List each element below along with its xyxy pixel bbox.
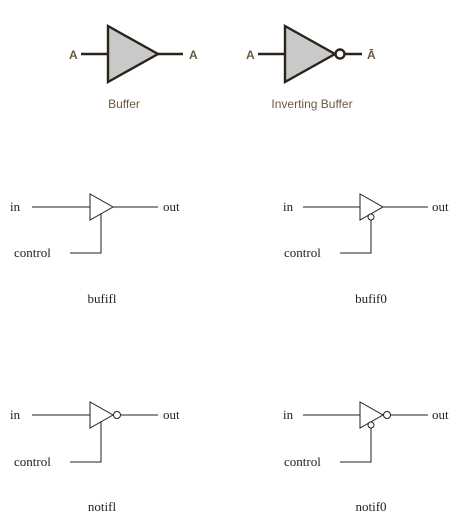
notif1-control-label: control bbox=[14, 454, 51, 469]
bufif1-caption: bufifl bbox=[88, 291, 117, 306]
inverting-bubble bbox=[334, 48, 346, 60]
notif0-output-label: out bbox=[432, 407, 449, 422]
notif0-control-wire bbox=[340, 428, 372, 463]
notif0-control-label: control bbox=[284, 454, 321, 469]
bufif1-input-label: in bbox=[10, 199, 21, 214]
inverting-buffer-gate: A Ā Inverting Buffer bbox=[246, 23, 376, 111]
bufif0-input-label: in bbox=[283, 199, 294, 214]
inverting-input-label: A bbox=[246, 48, 255, 62]
inverting-caption: Inverting Buffer bbox=[271, 97, 352, 111]
bufif1-control-label: control bbox=[14, 245, 51, 260]
bufif0-output-label: out bbox=[432, 199, 449, 214]
notif1-output-bubble bbox=[113, 411, 121, 419]
bufif1-control-wire bbox=[70, 214, 102, 254]
buffer-caption: Buffer bbox=[108, 97, 140, 111]
bufif0-control-bubble bbox=[367, 213, 375, 221]
notif1-input-label: in bbox=[10, 407, 21, 422]
bufif0-caption: bufif0 bbox=[355, 291, 387, 306]
bufif0-control-label: control bbox=[284, 245, 321, 260]
buffer-triangle bbox=[106, 23, 161, 85]
notif1-triangle bbox=[89, 401, 115, 429]
bufif1-gate: in out control bufifl bbox=[10, 193, 180, 306]
notif0-output-bubble bbox=[383, 411, 391, 419]
notif0-input-label: in bbox=[283, 407, 294, 422]
inverting-output-label: Ā bbox=[367, 48, 376, 62]
bufif0-gate: in out control bufif0 bbox=[283, 193, 449, 306]
notif0-control-bubble bbox=[367, 421, 375, 429]
notif1-gate: in out control notifl bbox=[10, 401, 180, 514]
buffer-gate: A A Buffer bbox=[69, 23, 198, 111]
bufif1-output-label: out bbox=[163, 199, 180, 214]
notif1-output-label: out bbox=[163, 407, 180, 422]
bufif1-triangle bbox=[89, 193, 115, 221]
buffer-output-label: A bbox=[189, 48, 198, 62]
notif0-gate: in out control notif0 bbox=[283, 401, 449, 514]
notif0-triangle bbox=[359, 401, 385, 429]
notif1-control-wire bbox=[70, 422, 102, 463]
bufif0-triangle bbox=[359, 193, 385, 221]
buffer-input-label: A bbox=[69, 48, 78, 62]
bufif0-control-wire bbox=[340, 220, 372, 254]
notif1-caption: notifl bbox=[88, 499, 117, 514]
inverting-triangle bbox=[283, 23, 338, 85]
notif0-caption: notif0 bbox=[355, 499, 386, 514]
